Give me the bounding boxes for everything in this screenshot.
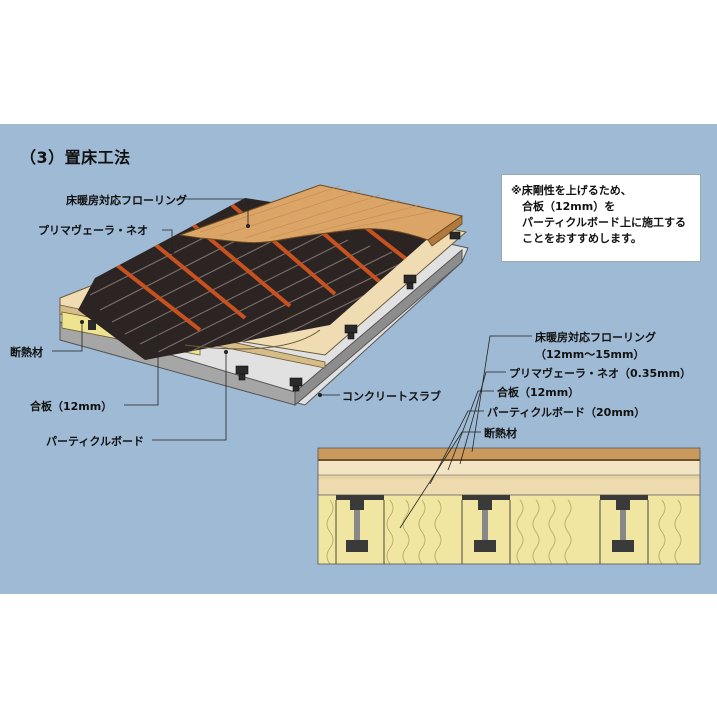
label-flooring: 床暖房対応フローリング (66, 194, 187, 207)
note-line-4: ことをおすすめします。 (511, 232, 642, 245)
note-line-2: 合板（12mm）を (511, 200, 616, 213)
recommendation-note: ※床剛性を上げるため、 合板（12mm）を パーティクルボード上に施工する こと… (501, 174, 701, 262)
detail-label-insulation: 断熱材 (484, 427, 517, 440)
detail-label-flooring-thickness: （12mm～15mm） (535, 348, 645, 361)
label-plywood: 合板（12mm） (30, 400, 113, 413)
label-concrete-slab: コンクリートスラブ (342, 390, 441, 403)
detail-label-plywood: 合板（12mm） (497, 386, 580, 399)
detail-label-primavera: プリマヴェーラ・ネオ（0.35mm） (509, 367, 692, 380)
label-primavera: プリマヴェーラ・ネオ (38, 224, 148, 237)
detail-label-flooring: 床暖房対応フローリング (535, 331, 656, 344)
detail-label-particle-board: パーティクルボード（20mm） (487, 406, 646, 419)
floor-cutaway-3d (59, 184, 469, 407)
note-line-3: パーティクルボード上に施工する (511, 216, 687, 229)
label-insulation: 断熱材 (10, 346, 43, 359)
page-title: （3）置床工法 (20, 148, 131, 167)
cross-section-detail (318, 448, 700, 564)
label-particle-board: パーティクルボード (46, 435, 145, 448)
note-line-1: ※床剛性を上げるため、 (511, 184, 632, 197)
